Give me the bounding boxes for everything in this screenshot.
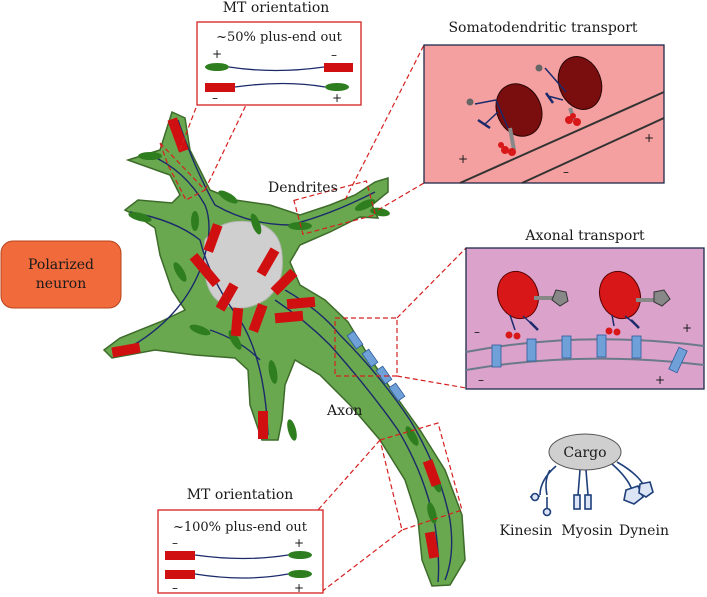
myosin-icon [573, 469, 592, 510]
axonal-panel: Axonal transport – – + + [465, 228, 705, 390]
cargo-vesicle [557, 56, 603, 110]
top-row2-red-end [205, 83, 235, 92]
bottom-row1-right-sign: + [294, 536, 304, 550]
somatodendritic-panel: Somatodendritic transport + + – [423, 20, 665, 184]
somato-cargo-complex-2 [535, 56, 603, 126]
kinesin-label: Kinesin [500, 523, 553, 539]
top-row1-green-end [205, 63, 229, 71]
microtubule-track-1 [459, 91, 665, 184]
top-row2-green-end [325, 83, 349, 91]
axonal-plus-top: + [682, 321, 692, 335]
bottom-row1-left-sign: – [172, 536, 178, 550]
top-row2-microtubule [234, 82, 326, 88]
somatodendritic-title: Somatodendritic transport [448, 20, 637, 36]
axonal-plus-bottom: + [655, 373, 665, 387]
bottom-row2-right-sign: + [294, 581, 304, 595]
dynein-icon [611, 461, 654, 505]
top-row2-right-sign: + [332, 91, 342, 105]
green-mt-markers [128, 152, 442, 524]
top-row1-microtubule [228, 66, 325, 72]
dendrite-zoom-region-2 [293, 180, 377, 235]
polarized-neuron-badge: Polarized neuron [0, 240, 122, 309]
axonal-box [465, 247, 705, 390]
cargo-vesicle [496, 270, 540, 320]
kinesin-icon [529, 465, 557, 517]
microtubule-tracks [124, 119, 453, 583]
bottom-row2-green-end [288, 570, 312, 578]
axon-blue-segments [346, 330, 406, 402]
neuron [102, 110, 466, 587]
cargo-vesicle [495, 83, 543, 137]
somatodendritic-box [423, 44, 665, 184]
mt-orientation-top-title: MT orientation [223, 0, 330, 16]
top-row1-red-end [324, 63, 353, 72]
cargo-ellipse [548, 433, 622, 471]
somato-cargo-complex-1 [466, 83, 543, 156]
somato-plus-right: + [644, 131, 654, 145]
bottom-row2-red-end [165, 570, 195, 579]
mt-orientation-top-panel: MT orientation ~50% plus-end out + – – + [196, 0, 362, 106]
bottom-row1-green-end [288, 551, 312, 559]
callout-lines [159, 44, 467, 594]
axonal-title: Axonal transport [524, 228, 645, 244]
axonal-myosin-complex-1 [496, 270, 569, 340]
polarized-label-line2: neuron [36, 276, 86, 292]
axon-label: Axon [326, 403, 362, 419]
somato-plus-left: + [458, 152, 468, 166]
dendrites-label: Dendrites [268, 180, 338, 196]
somato-minus: – [563, 165, 569, 179]
dynein-label: Dynein [619, 523, 669, 539]
mt-orientation-bottom-title: MT orientation [187, 487, 294, 503]
top-row1-right-sign: – [331, 48, 337, 62]
bottom-row1-microtubule [194, 554, 289, 560]
red-mt-markers [111, 117, 442, 559]
axon-zoom-region [334, 317, 398, 377]
polarized-label-line1: Polarized [28, 257, 94, 273]
mt-orientation-top-subtitle: ~50% plus-end out [216, 30, 343, 45]
dendrite-zoom-region [159, 142, 206, 201]
mt-orientation-bottom-panel: MT orientation ~100% plus-end out – + – … [157, 487, 324, 595]
myosin-label: Myosin [561, 523, 612, 539]
actin-blocks [491, 334, 688, 374]
cargo-label: Cargo [563, 445, 606, 461]
bottom-row2-microtubule [194, 573, 289, 579]
axonal-myosin-complex-2 [598, 270, 671, 336]
top-row2-left-sign: – [212, 91, 218, 105]
axon-distal-zoom-region [379, 422, 463, 531]
axonal-minus-top: – [474, 325, 480, 339]
top-row1-left-sign: + [212, 47, 222, 61]
axonal-minus-bottom: – [478, 373, 484, 387]
bottom-row1-red-end [165, 551, 195, 560]
microtubule-track-2 [521, 117, 665, 184]
bottom-row2-left-sign: – [172, 581, 178, 595]
motor-legend: Cargo Kinesin Myosin Dynein [500, 433, 669, 539]
mt-orientation-bottom-subtitle: ~100% plus-end out [173, 520, 308, 535]
